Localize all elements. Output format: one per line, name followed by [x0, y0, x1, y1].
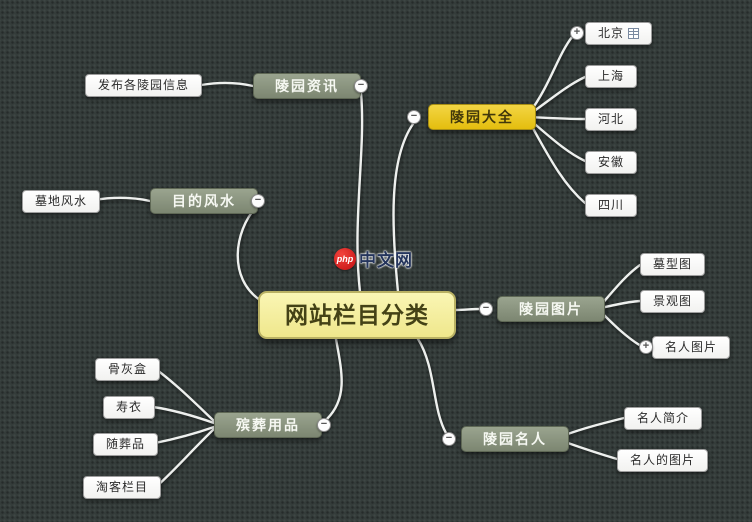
- branch-lingyuan-daquan[interactable]: 陵园大全: [428, 104, 536, 130]
- leaf-fabu-lingyuan-xinxi[interactable]: 发布各陵园信息: [85, 74, 203, 97]
- collapse-toggle-icon[interactable]: −: [354, 79, 368, 93]
- table-attachment-icon[interactable]: [628, 28, 640, 39]
- leaf-hebei[interactable]: 河北: [585, 108, 638, 131]
- leaf-mingren-jianjie[interactable]: 名人简介: [624, 407, 703, 430]
- leaf-beijing-label: 北京: [598, 26, 625, 40]
- expand-toggle-icon[interactable]: +: [570, 26, 584, 40]
- central-topic[interactable]: 网站栏目分类: [258, 291, 456, 339]
- leaf-mudi-fengshui[interactable]: 墓地风水: [22, 190, 101, 213]
- collapse-toggle-icon[interactable]: −: [251, 194, 265, 208]
- php-logo-text: 中文网: [359, 251, 413, 270]
- leaf-beijing[interactable]: 北京: [585, 22, 653, 45]
- leaf-mingren-de-tupian[interactable]: 名人的图片: [617, 449, 709, 472]
- leaf-mingren-tupian[interactable]: 名人图片: [652, 336, 731, 359]
- leaf-shouyi[interactable]: 寿衣: [103, 396, 156, 419]
- expand-toggle-icon[interactable]: +: [639, 340, 653, 354]
- collapse-toggle-icon[interactable]: −: [442, 432, 456, 446]
- collapse-toggle-icon[interactable]: −: [317, 418, 331, 432]
- leaf-guhui-he[interactable]: 骨灰盒: [95, 358, 161, 381]
- branch-lingyuan-tupian[interactable]: 陵园图片: [497, 296, 605, 322]
- leaf-anhui[interactable]: 安徽: [585, 151, 638, 174]
- leaf-taoke-lanmu[interactable]: 淘客栏目: [83, 476, 162, 499]
- leaf-jingguan-tu[interactable]: 景观图: [640, 290, 706, 313]
- leaf-muxing-tu[interactable]: 墓型图: [640, 253, 706, 276]
- php-logo-badge-icon: php: [334, 247, 356, 270]
- php-cn-logo: php 中文网: [334, 246, 413, 271]
- branch-binzang-yongpin[interactable]: 殡葬用品: [214, 412, 322, 438]
- collapse-toggle-icon[interactable]: −: [407, 110, 421, 124]
- branch-mudi-fengshui[interactable]: 目的风水: [150, 188, 258, 214]
- collapse-toggle-icon[interactable]: −: [479, 302, 493, 316]
- leaf-sichuan[interactable]: 四川: [585, 194, 638, 217]
- branch-lingyuan-mingren[interactable]: 陵园名人: [461, 426, 569, 452]
- leaf-shanghai[interactable]: 上海: [585, 65, 638, 88]
- branch-lingyuan-zixun[interactable]: 陵园资讯: [253, 73, 361, 99]
- leaf-suizang-pin[interactable]: 随葬品: [93, 433, 159, 456]
